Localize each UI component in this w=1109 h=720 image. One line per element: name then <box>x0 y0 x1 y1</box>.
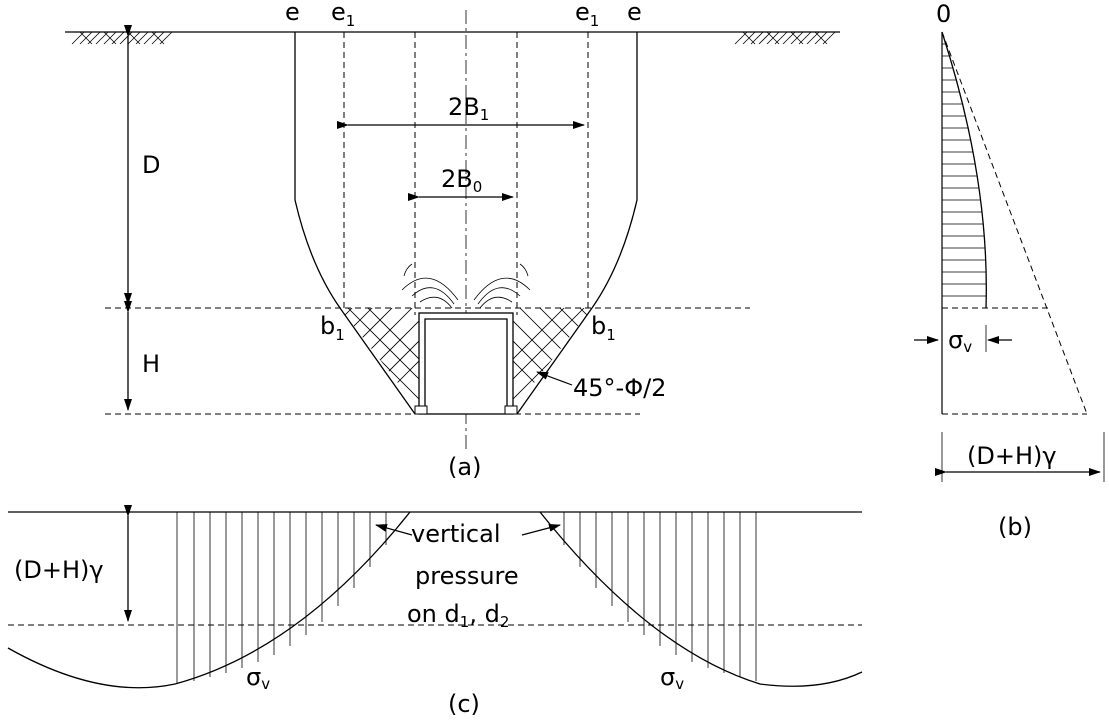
tunnel-section <box>414 312 518 415</box>
panel-c: (D+H)γ vertical pressure <box>7 505 863 718</box>
label-2b1: 2B1 <box>448 93 489 124</box>
label-sigma-v-right: σv <box>660 663 684 693</box>
angle-leader <box>536 371 573 386</box>
geostatic-line <box>941 31 1088 415</box>
label-c-left: (D+H)γ <box>14 556 104 584</box>
vertical-stress-curve <box>941 31 987 309</box>
caption-c: (c) <box>448 690 480 718</box>
sliding-surface-right <box>591 32 638 309</box>
caption-a: (a) <box>448 453 481 481</box>
label-sigma-v-b: σv <box>948 326 972 356</box>
sliding-surface-left <box>294 32 341 309</box>
wedge-outline-right <box>516 307 593 415</box>
caption-b: (b) <box>998 513 1032 541</box>
panel-b: 0 σv (D+H)γ (b) <box>914 0 1105 541</box>
label-b1-left: b1 <box>320 312 345 344</box>
label-d: D <box>142 151 160 179</box>
label-e1-right: e1 <box>575 0 599 30</box>
arching-arcs <box>401 263 531 309</box>
wedge-outline-left <box>339 307 416 415</box>
c-hatch-left <box>176 512 387 683</box>
label-e-right: e <box>627 0 642 26</box>
failure-wedge-right <box>510 308 592 414</box>
label-h: H <box>142 350 160 378</box>
label-zero: 0 <box>936 0 951 28</box>
ground-hatch-left <box>71 31 173 45</box>
label-angle: 45°-Φ/2 <box>573 374 666 402</box>
label-pressure: pressure <box>415 562 519 590</box>
failure-wedge-left <box>340 308 422 414</box>
label-sigma-v-left: σv <box>246 663 270 693</box>
c-pressure-curve-right <box>539 511 863 687</box>
panel-a: e e1 e1 e 2B1 2B0 D H <box>65 0 840 481</box>
label-2b0: 2B0 <box>441 165 482 196</box>
c-leader-left <box>375 524 413 536</box>
stress-hatching <box>942 43 987 297</box>
c-hatch-right <box>563 512 757 681</box>
label-on-d1-d2: on d1, d2 <box>407 600 509 631</box>
label-e-left: e <box>285 0 300 26</box>
label-vertical: vertical <box>411 520 500 548</box>
c-pressure-curve-left <box>7 511 411 689</box>
label-base: (D+H)γ <box>967 442 1057 470</box>
label-e1-left: e1 <box>331 0 355 30</box>
label-b1-right: b1 <box>591 312 616 344</box>
c-leader-right <box>521 523 561 536</box>
ground-hatch-right <box>734 31 836 45</box>
